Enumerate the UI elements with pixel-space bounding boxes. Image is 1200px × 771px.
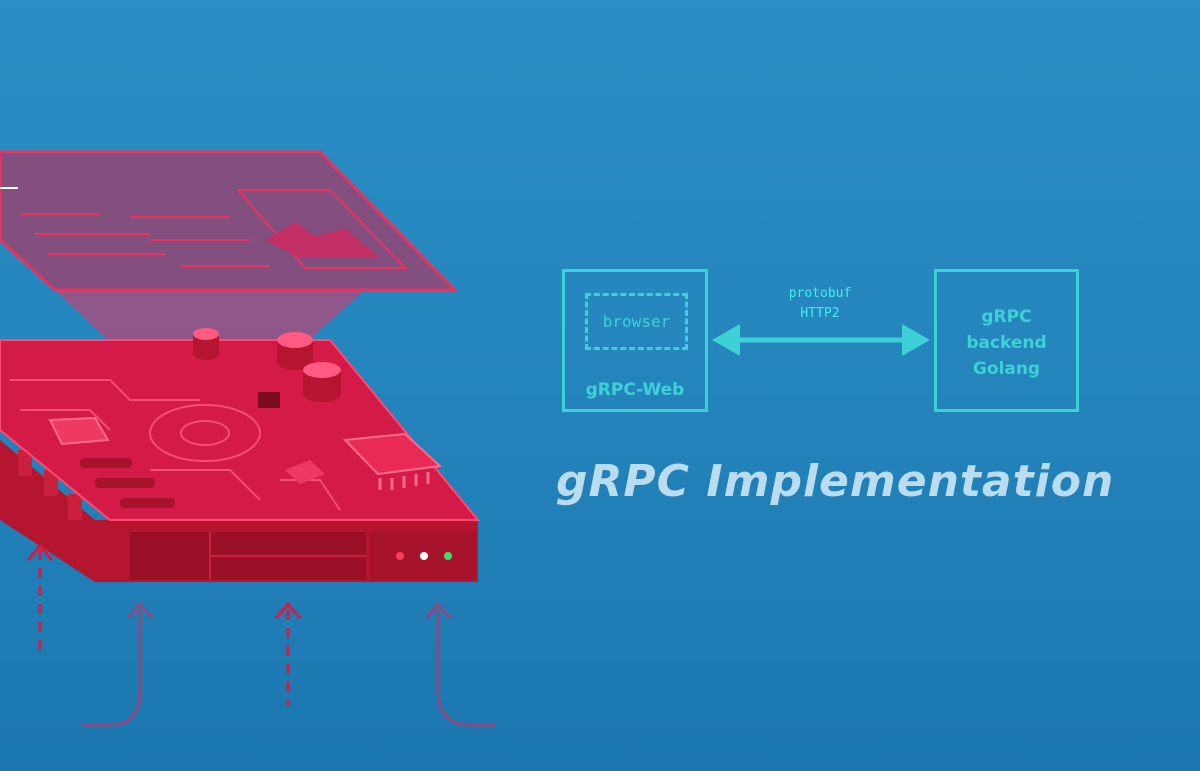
bidirectional-arrow xyxy=(712,324,930,356)
grpc-label: gRPC xyxy=(981,307,1032,327)
server-box: gRPC backend Golang xyxy=(934,269,1079,412)
server-label: gRPC backend Golang xyxy=(937,304,1076,382)
backend-label: backend xyxy=(966,333,1047,353)
page-title: gRPC Implementation xyxy=(556,456,1115,507)
chip-right xyxy=(342,432,443,476)
golang-label: Golang xyxy=(972,359,1041,379)
client-box: browser gRPC-Web xyxy=(562,269,708,412)
http2-label: HTTP2 xyxy=(800,306,840,321)
status-led-red xyxy=(396,552,404,560)
device-top xyxy=(0,340,478,520)
protobuf-label: protobuf xyxy=(788,286,852,301)
hardware-device-illustration xyxy=(0,150,496,727)
browser-box: browser xyxy=(585,293,688,350)
browser-label: browser xyxy=(602,312,671,331)
status-led-white xyxy=(420,552,428,560)
grpc-web-label: gRPC-Web xyxy=(585,380,685,400)
status-led-green xyxy=(444,552,452,560)
knob-icons xyxy=(193,328,341,402)
connection-label: protobuf HTTP2 xyxy=(760,284,880,324)
chip-left xyxy=(48,416,110,446)
